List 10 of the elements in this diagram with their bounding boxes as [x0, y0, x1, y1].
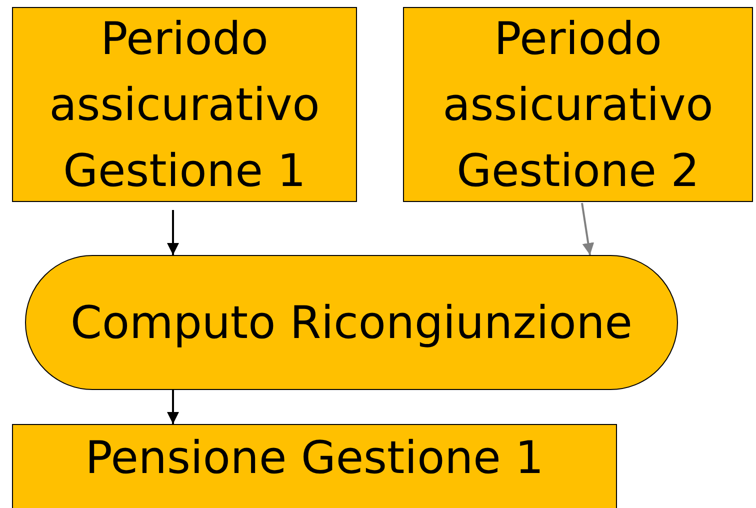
node-label: Periodo assicurativo Gestione 1	[48, 10, 321, 198]
process-box	[12, 7, 357, 202]
node-label: Computo Ricongiunzione	[70, 294, 632, 350]
process-box	[12, 424, 617, 508]
node-label: Periodo assicurativo Gestione 2	[442, 10, 714, 198]
node-label: Pensione Gestione 1	[85, 430, 544, 486]
arrow	[167, 210, 179, 255]
process-box	[403, 7, 753, 202]
arrow	[167, 390, 179, 424]
arrow	[581, 202, 594, 256]
